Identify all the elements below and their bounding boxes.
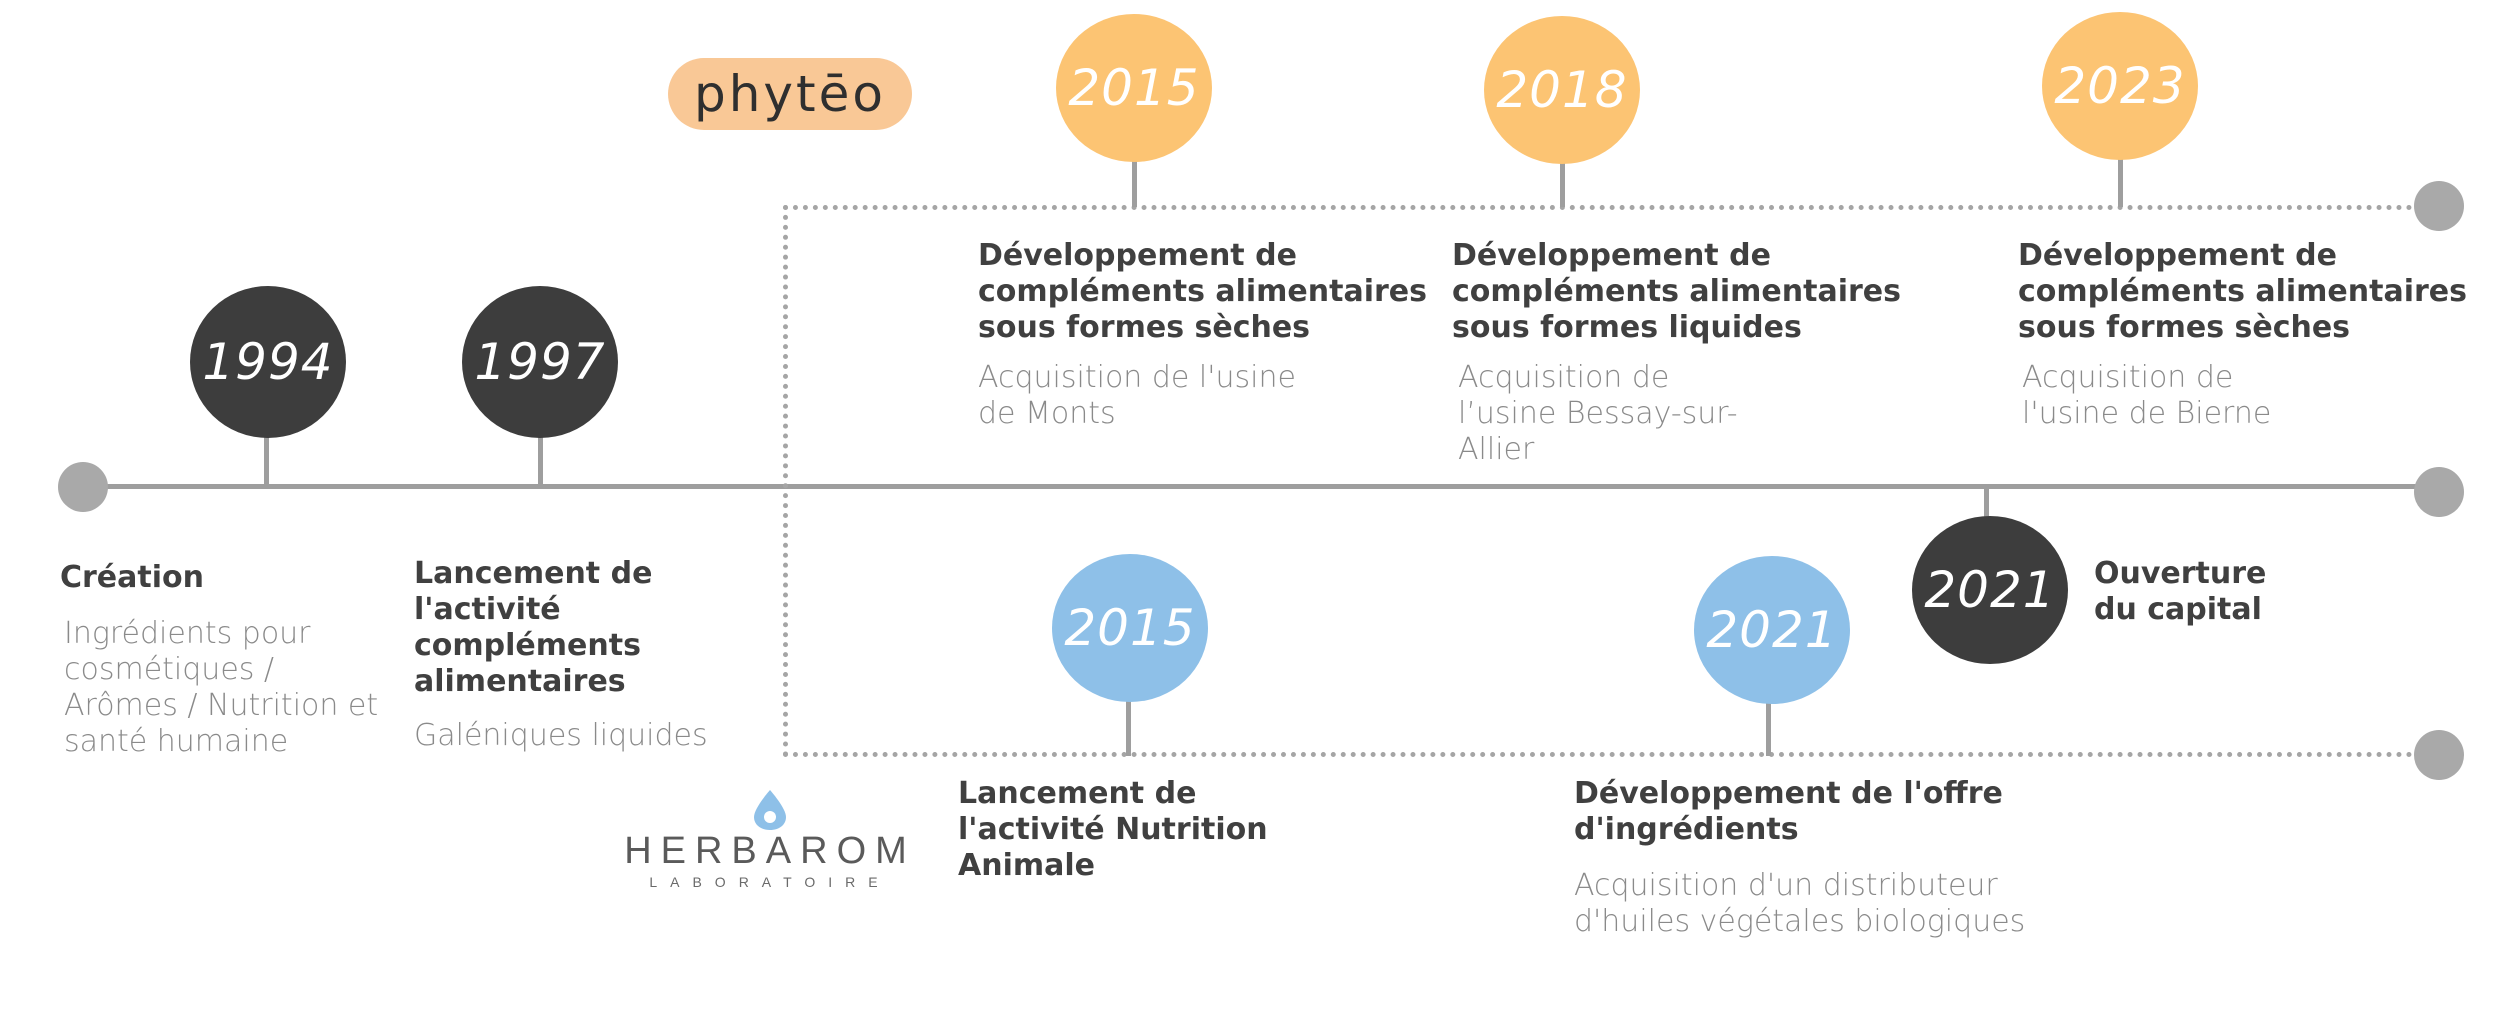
event-title-capital-2021: Ouverture du capital xyxy=(2094,556,2267,627)
year-circle-1997: 1997 xyxy=(462,286,618,438)
event-title-phyteo-2015: Développement de compléments alimentaire… xyxy=(978,238,1428,345)
event-title-1994: Création xyxy=(60,560,204,595)
event-desc-phyteo-2018: Acquisition de l’usine Bessay-sur-Allier xyxy=(1458,360,1738,467)
year-circle-1994: 1994 xyxy=(190,286,346,438)
dotted-bracket-vertical xyxy=(783,205,788,757)
herbarom-dotted-line xyxy=(783,752,2433,757)
stem-herbarom-2015 xyxy=(1126,700,1131,756)
year-circle-capital-2021: 2021 xyxy=(1912,516,2068,664)
stem-1994 xyxy=(264,430,269,486)
phyteo-dotted-line xyxy=(783,205,2433,210)
phyteo-logo: phytēo xyxy=(668,58,912,130)
stem-1997 xyxy=(538,430,543,486)
year-circle-herbarom-2021: 2021 xyxy=(1694,556,1850,704)
stem-capital-2021 xyxy=(1984,488,1989,522)
event-desc-phyteo-2015: Acquisition de l'usine de Monts xyxy=(978,360,1296,431)
event-desc-herbarom-2021: Acquisition d'un distributeur d'huiles v… xyxy=(1574,868,2026,939)
stem-phyteo-2018 xyxy=(1560,155,1565,207)
herbarom-logo: HERBAROM LABORATOIRE xyxy=(620,788,920,890)
stem-phyteo-2023 xyxy=(2118,155,2123,207)
stem-phyteo-2015 xyxy=(1132,155,1137,207)
water-drop-icon xyxy=(754,790,786,830)
event-desc-1997: Galéniques liquides xyxy=(414,718,708,753)
main-timeline xyxy=(80,484,2445,489)
event-title-herbarom-2015: Lancement de l'activité Nutrition Animal… xyxy=(958,776,1268,883)
herbarom-subtitle: LABORATOIRE xyxy=(649,874,891,890)
stem-herbarom-2021 xyxy=(1766,700,1771,756)
event-title-herbarom-2021: Développement de l'offre d'ingrédients xyxy=(1574,776,2003,847)
herbarom-line-end-dot xyxy=(2414,730,2464,780)
year-circle-phyteo-2023: 2023 xyxy=(2042,12,2198,160)
herbarom-name: HERBAROM xyxy=(624,830,916,872)
event-title-phyteo-2018: Développement de compléments alimentaire… xyxy=(1452,238,1902,345)
year-circle-herbarom-2015: 2015 xyxy=(1052,554,1208,702)
phyteo-line-end-dot xyxy=(2414,181,2464,231)
timeline-end-dot xyxy=(2414,467,2464,517)
event-desc-phyteo-2023: Acquisition de l'usine de Bierne xyxy=(2022,360,2272,431)
event-desc-1994: Ingrédients pour cosmétiques / Arômes / … xyxy=(64,616,379,759)
event-title-phyteo-2023: Développement de compléments alimentaire… xyxy=(2018,238,2468,345)
timeline-start-dot xyxy=(58,462,108,512)
year-circle-phyteo-2018: 2018 xyxy=(1484,16,1640,164)
event-title-1997: Lancement de l'activité compléments alim… xyxy=(414,556,653,699)
year-circle-phyteo-2015: 2015 xyxy=(1056,14,1212,162)
